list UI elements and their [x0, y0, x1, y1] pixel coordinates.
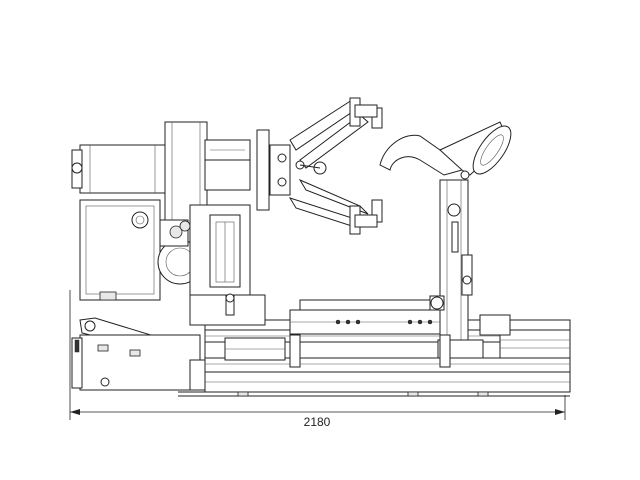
- lift-cylinder: [189, 214, 266, 326]
- lower-clamp-arm: [288, 178, 383, 235]
- dimension-arrow-left: [70, 409, 80, 415]
- dimension-arrow-right: [555, 409, 565, 415]
- overall-length-dimension: 2180: [69, 290, 566, 429]
- electrical-cabinet: [79, 199, 161, 301]
- base-frame: [178, 319, 571, 397]
- tool-carriage: [289, 299, 511, 368]
- chuck-flange: [256, 129, 291, 211]
- pedal-assembly: [71, 317, 206, 391]
- bead-breaker-hook: [379, 121, 512, 180]
- upper-clamp-arm: [289, 97, 383, 169]
- clamp-pivot-links: [295, 160, 327, 175]
- dimension-value-label: 2180: [304, 415, 331, 429]
